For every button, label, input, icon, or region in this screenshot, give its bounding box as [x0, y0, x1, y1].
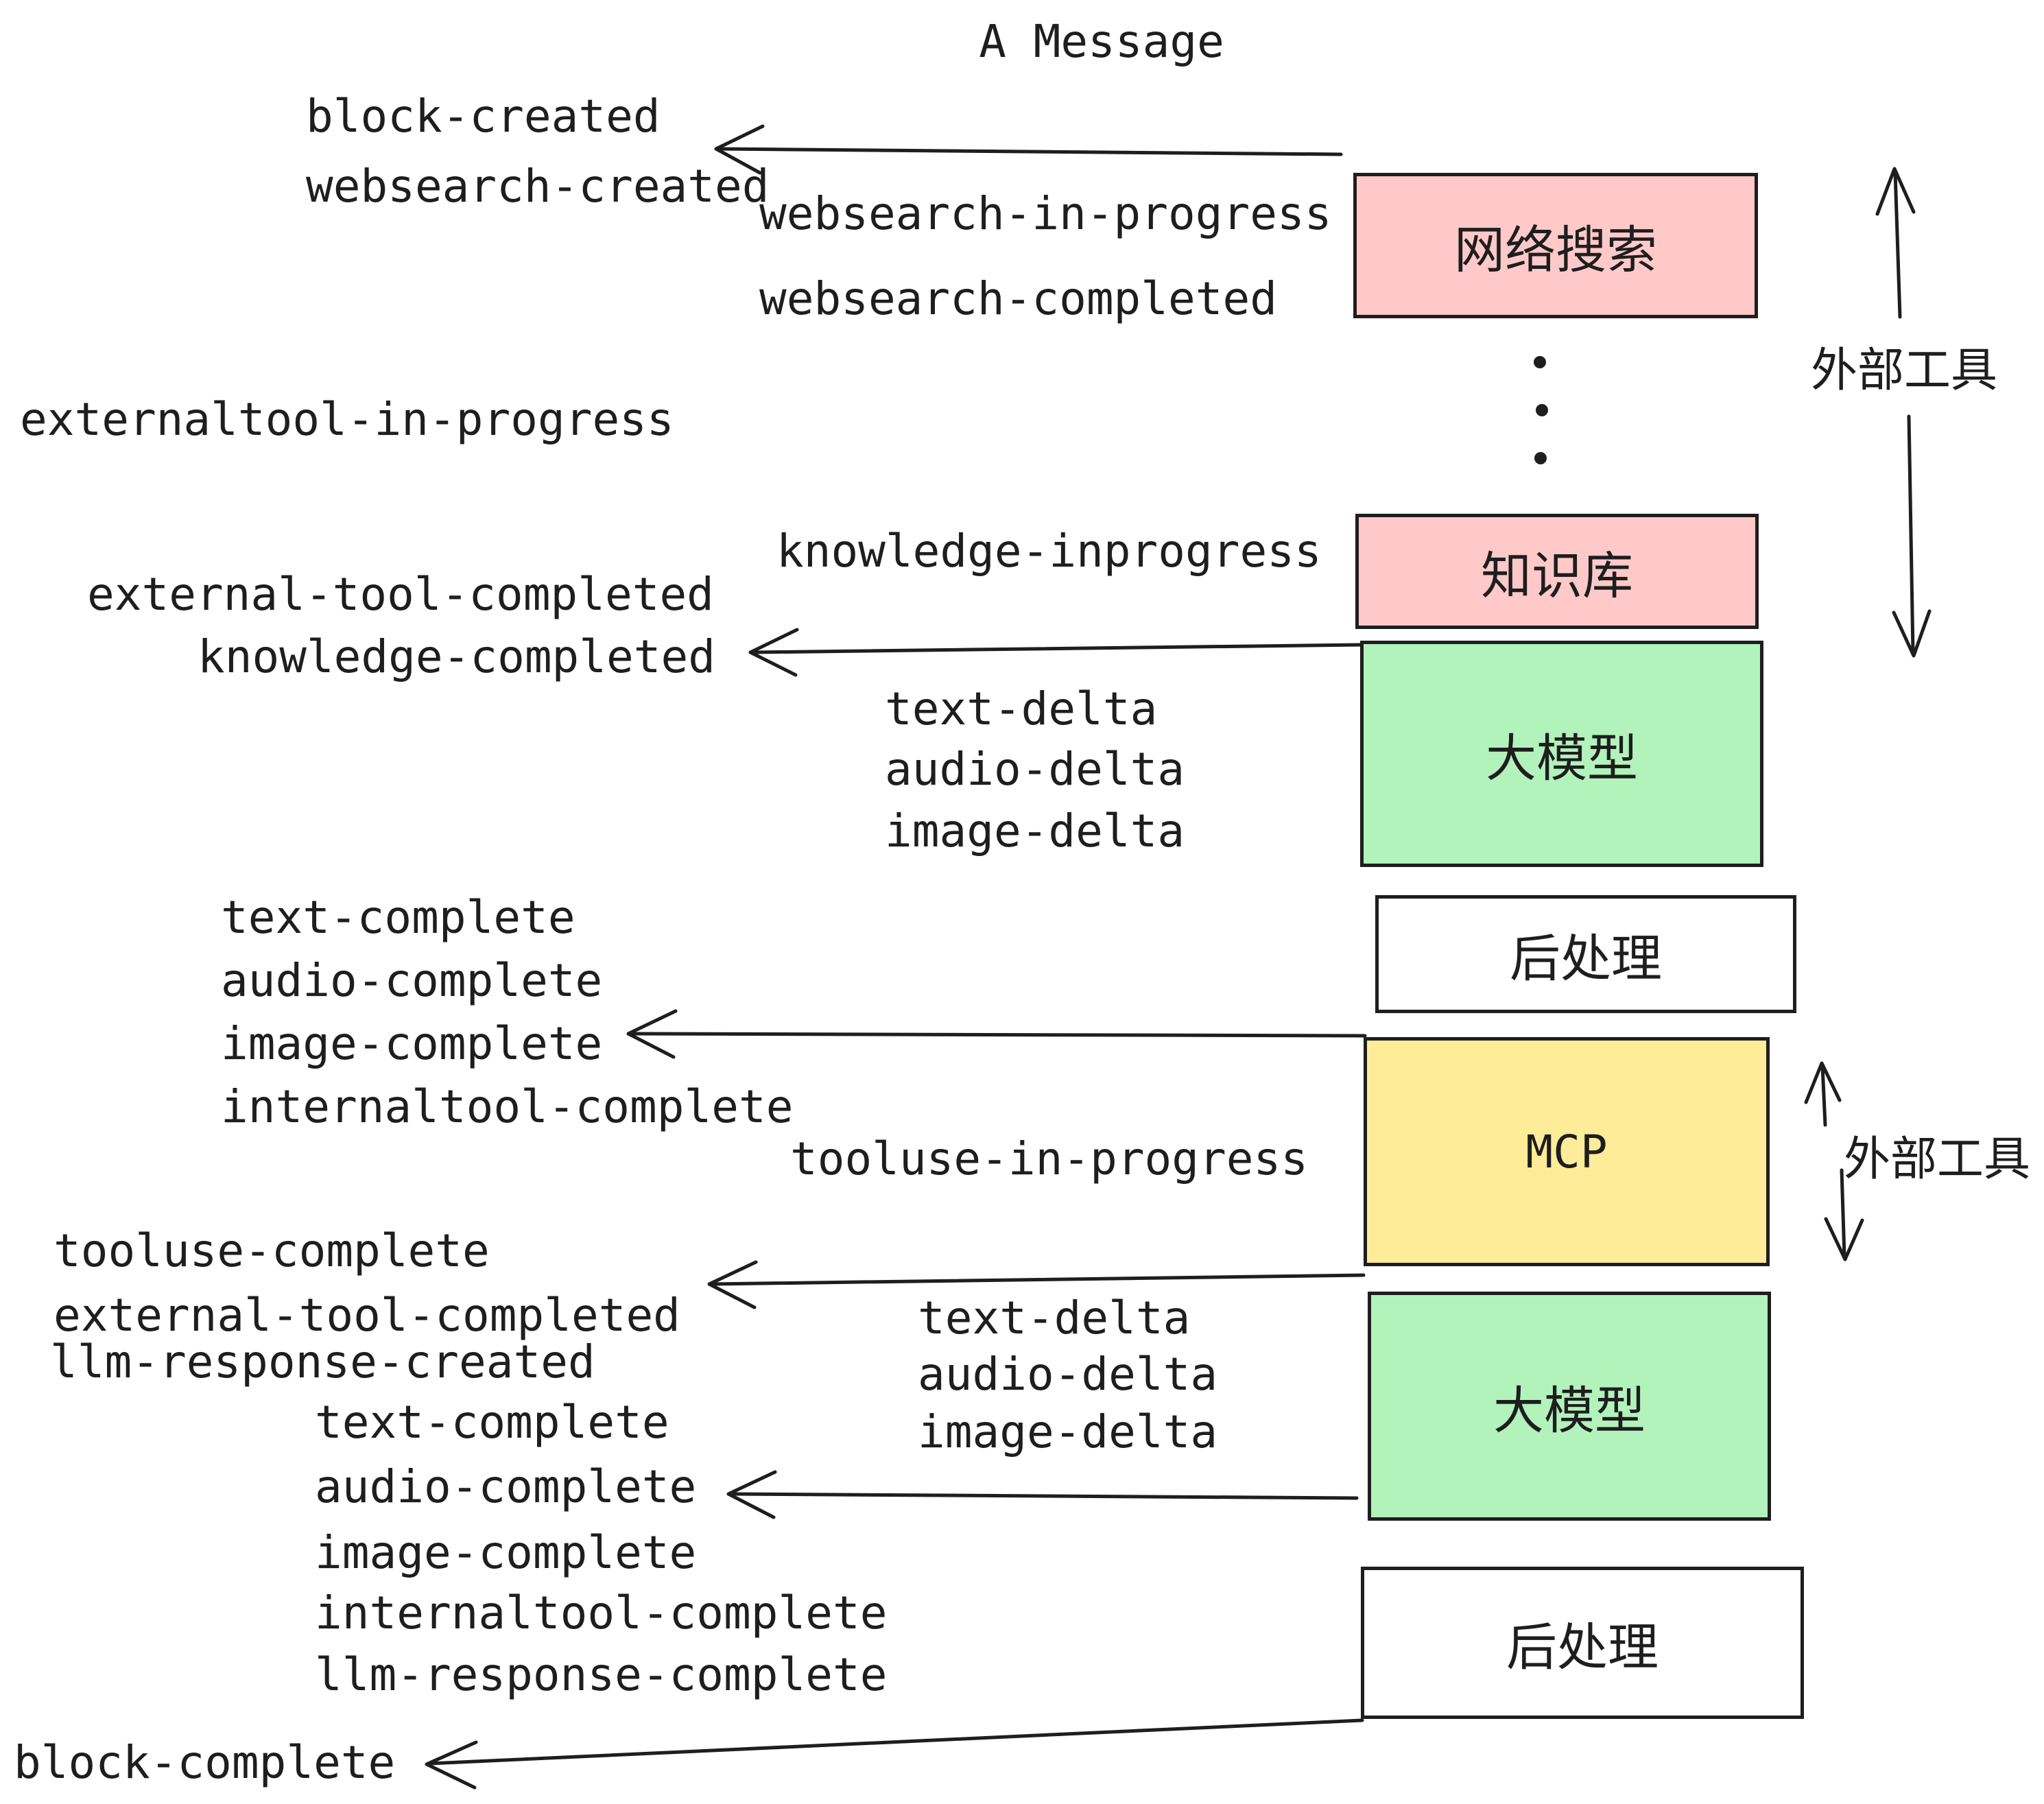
- event-audio-complete-2: audio-complete: [315, 1460, 697, 1513]
- external-tools-label-2: 外部工具: [1844, 1132, 2031, 1187]
- event-image-complete-1: image-complete: [221, 1017, 603, 1070]
- arrow-block-complete: [425, 1718, 1364, 1790]
- event-knowledge-completed: knowledge-completed: [198, 630, 715, 683]
- event-block-complete: block-complete: [14, 1736, 396, 1789]
- event-websearch-created: websearch-created: [306, 160, 770, 213]
- event-llm-response-created: llm-response-created: [50, 1336, 595, 1388]
- arrow-audio-complete: [726, 1470, 1359, 1519]
- event-websearch-in-progress: websearch-in-progress: [759, 187, 1332, 240]
- box-llm-1: 大模型: [1360, 641, 1763, 867]
- arrow-knowledge-completed: [748, 628, 1364, 677]
- box-mcp: MCP: [1364, 1037, 1770, 1266]
- event-text-complete-1: text-complete: [221, 891, 575, 944]
- vertical-ellipsis-dots: [1534, 356, 1548, 464]
- event-text-complete-2: text-complete: [315, 1396, 669, 1449]
- event-audio-delta-2: audio-delta: [918, 1348, 1218, 1401]
- box-knowledge: 知识库: [1355, 514, 1759, 629]
- arrow-image-complete: [626, 1009, 1367, 1059]
- event-block-created: block-created: [306, 90, 661, 143]
- event-image-delta-1: image-delta: [885, 805, 1185, 857]
- event-llm-response-complete: llm-response-complete: [315, 1648, 888, 1701]
- event-internaltool-complete-1: internaltool-complete: [221, 1080, 794, 1133]
- external-tools-down-arrow-2: [1824, 1168, 1864, 1261]
- box-llm-2-label: 大模型: [1493, 1381, 1645, 1440]
- event-audio-delta-1: audio-delta: [885, 743, 1185, 796]
- event-image-complete-2: image-complete: [315, 1526, 697, 1579]
- external-tools-down-arrow-1: [1892, 414, 1932, 658]
- event-external-tool-completed-2: external-tool-completed: [54, 1289, 680, 1342]
- box-knowledge-label: 知识库: [1481, 546, 1633, 606]
- arrow-tooluse-complete: [707, 1260, 1366, 1309]
- external-tools-label-1: 外部工具: [1811, 344, 1998, 398]
- box-websearch-label: 网络搜索: [1454, 220, 1657, 280]
- arrow-block-created: [714, 124, 1343, 175]
- diagram-title: A Message: [979, 15, 1224, 68]
- box-postprocess-2: 后处理: [1361, 1567, 1804, 1719]
- external-tools-up-arrow-2: [1804, 1061, 1842, 1127]
- event-tooluse-complete: tooluse-complete: [54, 1224, 490, 1277]
- box-llm-2: 大模型: [1368, 1292, 1771, 1521]
- box-llm-1-label: 大模型: [1486, 728, 1638, 788]
- event-knowledge-inprogress: knowledge-inprogress: [776, 525, 1322, 578]
- event-internaltool-complete-2: internaltool-complete: [315, 1587, 888, 1639]
- box-postprocess-1-label: 后处理: [1510, 929, 1662, 988]
- event-external-tool-completed: external-tool-completed: [87, 568, 714, 621]
- box-postprocess-2-label: 后处理: [1506, 1617, 1659, 1677]
- event-image-delta-2: image-delta: [918, 1405, 1218, 1458]
- event-tooluse-in-progress: tooluse-in-progress: [790, 1132, 1308, 1185]
- event-audio-complete-1: audio-complete: [221, 954, 603, 1007]
- event-text-delta-2: text-delta: [918, 1292, 1191, 1344]
- event-websearch-completed: websearch-completed: [759, 272, 1277, 325]
- external-tools-up-arrow-1: [1875, 167, 1916, 319]
- box-mcp-label: MCP: [1525, 1125, 1608, 1178]
- box-postprocess-1: 后处理: [1375, 895, 1796, 1013]
- event-text-delta-1: text-delta: [885, 683, 1158, 735]
- event-externaltool-in-progress: externaltool-in-progress: [20, 393, 674, 446]
- box-websearch: 网络搜索: [1353, 173, 1758, 318]
